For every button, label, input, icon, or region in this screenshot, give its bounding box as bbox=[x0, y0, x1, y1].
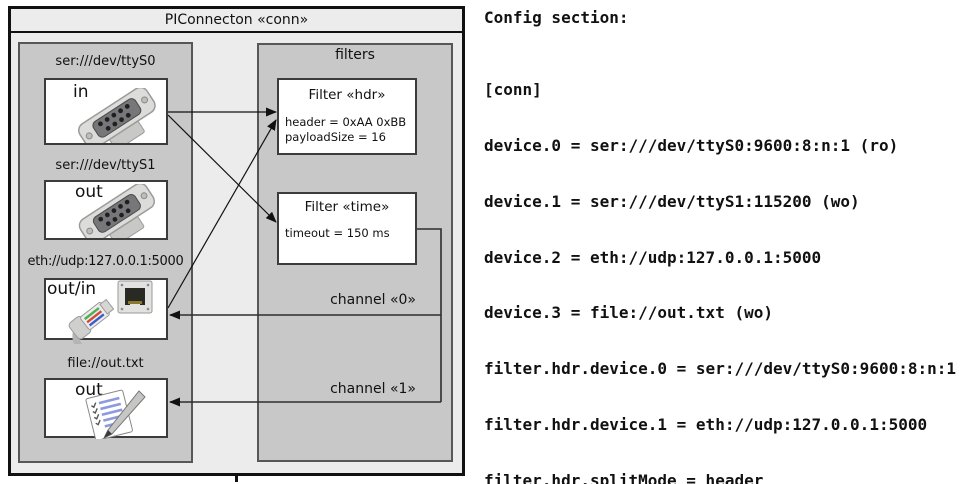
filter-time-title: Filter «time» bbox=[304, 199, 390, 215]
serial-connector-icon bbox=[78, 88, 156, 143]
device-label-ttys0: ser:///dev/ttyS0 bbox=[55, 54, 156, 69]
config-line: device.2 = eth://udp:127.0.0.1:5000 bbox=[484, 247, 822, 267]
diagram-title-bar: PIConnecton «conn» bbox=[8, 9, 465, 33]
filter-hdr-box bbox=[277, 78, 417, 155]
config-line: [conn] bbox=[484, 80, 542, 100]
config-line: filter.hdr.device.1 = eth://udp:127.0.0.… bbox=[484, 414, 928, 434]
port-label: out bbox=[75, 380, 103, 400]
device-label-ttys1: ser:///dev/ttyS1 bbox=[55, 158, 156, 173]
channel-0-label: channel «0» bbox=[330, 292, 416, 308]
config-section-heading: Config section: bbox=[484, 8, 629, 27]
filter-hdr-title: Filter «hdr» bbox=[308, 87, 386, 103]
device-label-file: file://out.txt bbox=[67, 356, 144, 371]
config-text-block: [conn] device.0 = ser:///dev/ttyS0:9600:… bbox=[484, 44, 964, 484]
notepad-pencil-icon bbox=[85, 389, 146, 439]
filter-property: payloadSize = 16 bbox=[285, 130, 386, 144]
anchor-tick bbox=[235, 476, 238, 482]
diagram-title: PIConnecton «conn» bbox=[164, 12, 309, 28]
filter-time-box bbox=[277, 192, 417, 265]
filter-property: timeout = 150 ms bbox=[285, 226, 390, 240]
config-line: device.1 = ser:///dev/ttyS1:115200 (wo) bbox=[484, 191, 860, 211]
port-label: out bbox=[75, 182, 103, 202]
ethernet-cable-icon bbox=[68, 298, 115, 344]
rj45-jack-icon bbox=[117, 280, 153, 314]
serial-connector-icon bbox=[78, 184, 156, 238]
config-line: device.0 = ser:///dev/ttyS0:9600:8:n:1 (… bbox=[484, 135, 899, 155]
filters-group-title: filters bbox=[335, 47, 375, 63]
config-line: filter.hdr.device.0 = ser:///dev/ttyS0:9… bbox=[484, 359, 957, 379]
config-line: device.3 = file://out.txt (wo) bbox=[484, 303, 773, 323]
filter-property: header = 0xAA 0xBB bbox=[285, 115, 407, 129]
channel-1-label: channel «1» bbox=[330, 381, 416, 397]
port-label: out/in bbox=[47, 279, 97, 299]
config-line: filter.hdr.splitMode = header bbox=[484, 470, 764, 484]
port-label: in bbox=[73, 82, 89, 102]
device-label-eth: eth://udp:127.0.0.1:5000 bbox=[27, 254, 184, 269]
